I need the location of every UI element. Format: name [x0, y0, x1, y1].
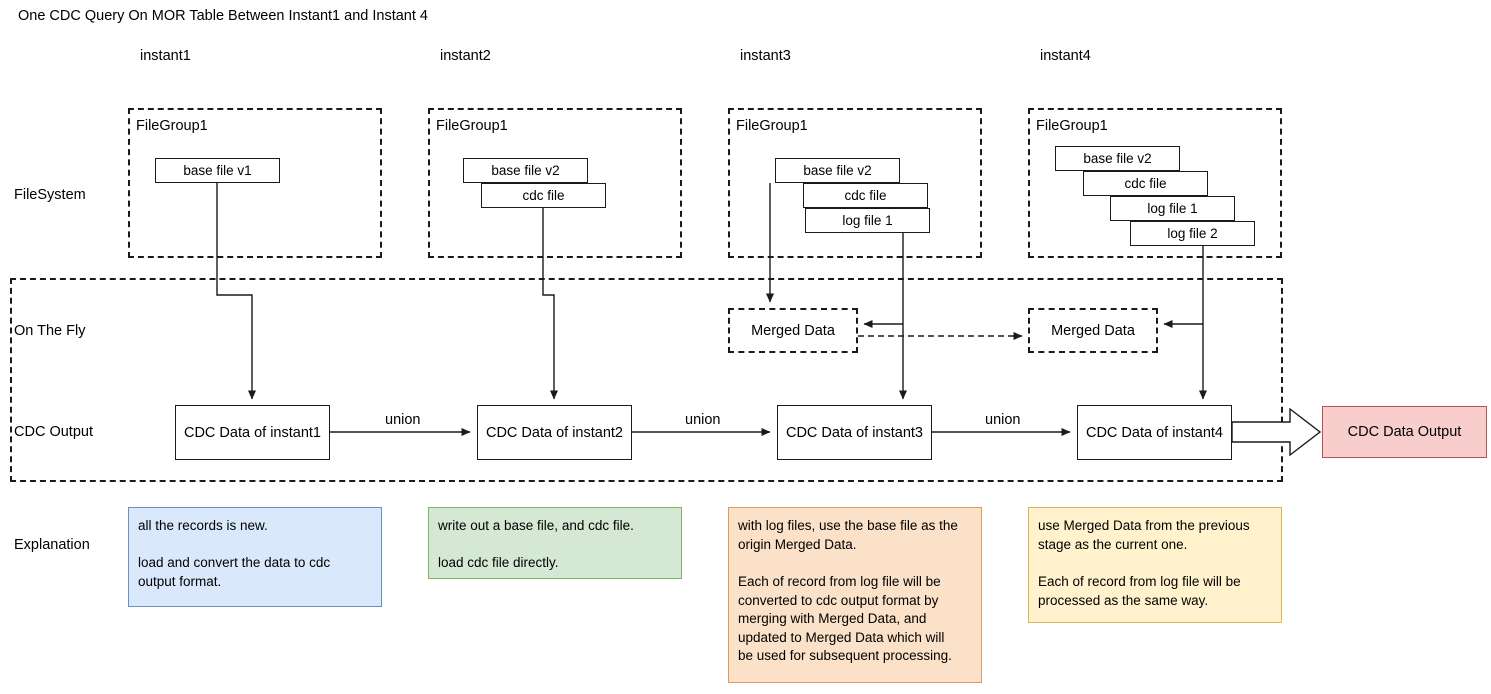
file-box-log-file-1[interactable]: log file 1	[805, 208, 930, 233]
on-the-fly-cdc-container	[10, 278, 1283, 482]
column-label-instant3: instant3	[740, 48, 791, 64]
filegroup-instant4: FileGroup1	[1028, 108, 1282, 258]
filegroup-title: FileGroup1	[1036, 118, 1108, 134]
file-box-cdc-file[interactable]: cdc file	[803, 183, 928, 208]
cdc-data-box-instant4[interactable]: CDC Data of instant4	[1077, 405, 1232, 460]
cdc-data-box-instant3[interactable]: CDC Data of instant3	[777, 405, 932, 460]
file-box-base-file-v1[interactable]: base file v1	[155, 158, 280, 183]
explanation-box-instant3: with log files, use the base file as the…	[728, 507, 982, 683]
explanation-box-instant4: use Merged Data from the previous stage …	[1028, 507, 1282, 623]
union-label-1: union	[382, 412, 424, 428]
row-label-explanation: Explanation	[14, 537, 90, 553]
column-label-instant2: instant2	[440, 48, 491, 64]
merged-data-box-instant4[interactable]: Merged Data	[1028, 308, 1158, 353]
explanation-box-instant2: write out a base file, and cdc file. loa…	[428, 507, 682, 579]
row-label-cdc-output: CDC Output	[14, 424, 93, 440]
explanation-box-instant1: all the records is new. load and convert…	[128, 507, 382, 607]
file-box-cdc-file[interactable]: cdc file	[481, 183, 606, 208]
row-label-on-the-fly: On The Fly	[14, 323, 86, 339]
file-box-log-file-2[interactable]: log file 2	[1130, 221, 1255, 246]
filegroup-instant3: FileGroup1	[728, 108, 982, 258]
file-box-base-file-v2[interactable]: base file v2	[775, 158, 900, 183]
union-label-3: union	[982, 412, 1024, 428]
row-label-filesystem: FileSystem	[14, 187, 86, 203]
union-label-2: union	[682, 412, 724, 428]
file-box-log-file-1[interactable]: log file 1	[1110, 196, 1235, 221]
column-label-instant4: instant4	[1040, 48, 1091, 64]
file-box-base-file-v2[interactable]: base file v2	[463, 158, 588, 183]
cdc-data-box-instant2[interactable]: CDC Data of instant2	[477, 405, 632, 460]
cdc-data-box-instant1[interactable]: CDC Data of instant1	[175, 405, 330, 460]
merged-data-box-instant3[interactable]: Merged Data	[728, 308, 858, 353]
filegroup-instant1: FileGroup1	[128, 108, 382, 258]
cdc-data-output-box[interactable]: CDC Data Output	[1322, 406, 1487, 458]
column-label-instant1: instant1	[140, 48, 191, 64]
filegroup-title: FileGroup1	[136, 118, 208, 134]
filegroup-instant2: FileGroup1	[428, 108, 682, 258]
file-box-cdc-file[interactable]: cdc file	[1083, 171, 1208, 196]
filegroup-title: FileGroup1	[436, 118, 508, 134]
filegroup-title: FileGroup1	[736, 118, 808, 134]
file-box-base-file-v2[interactable]: base file v2	[1055, 146, 1180, 171]
diagram-title: One CDC Query On MOR Table Between Insta…	[18, 8, 428, 24]
